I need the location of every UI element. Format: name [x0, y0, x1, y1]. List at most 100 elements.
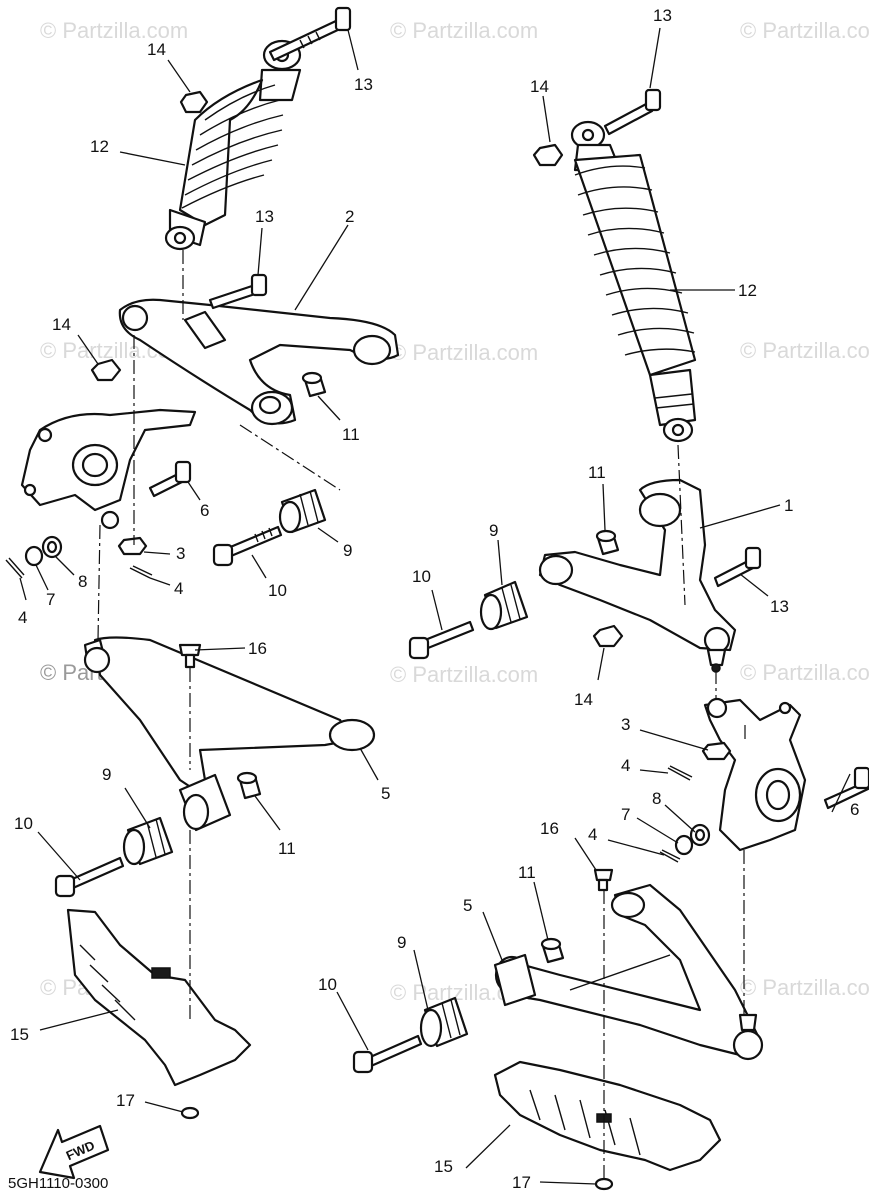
- callout-9: 9: [489, 521, 498, 540]
- watermark-text: © Partzilla.com: [740, 975, 869, 1000]
- callout-9: 9: [397, 933, 406, 952]
- callout-2: 2: [345, 207, 354, 226]
- bolt-13-left-mid: [208, 273, 268, 310]
- bolt-13-right-lower: [713, 546, 762, 588]
- nut-7-left: [24, 545, 44, 567]
- nut-7-right: [674, 834, 694, 856]
- callout-14: 14: [574, 690, 593, 709]
- callout-4: 4: [621, 756, 630, 775]
- bolt-13-left-top: [268, 6, 352, 62]
- callout-14: 14: [52, 315, 71, 334]
- nut-3-left: [117, 536, 148, 556]
- upper-arm-right: [538, 478, 737, 673]
- callout-9: 9: [102, 765, 111, 784]
- callout-3: 3: [176, 544, 185, 563]
- watermark-text: © Partzilla.com: [390, 340, 538, 365]
- callout-4: 4: [588, 825, 597, 844]
- washer-8-left: [41, 535, 63, 559]
- knuckle-left: [20, 408, 197, 530]
- callout-14: 14: [147, 40, 166, 59]
- callout-11: 11: [278, 839, 296, 858]
- shock-absorber-right: [570, 120, 697, 443]
- centerlines-right: [603, 444, 746, 1180]
- collar-11-right-lower: [540, 937, 565, 964]
- callout-13: 13: [255, 207, 274, 226]
- watermarks: © Partzilla.com © Partzilla.com © Partzi…: [40, 18, 869, 1005]
- watermark-text: © Partzilla.com: [740, 338, 869, 363]
- cotter-pin-4-right: [659, 765, 693, 863]
- callout-16: 16: [540, 819, 559, 838]
- callout-9: 9: [343, 541, 352, 560]
- watermark-text: © Partzilla.com: [390, 18, 538, 43]
- callout-13: 13: [354, 75, 373, 94]
- centerlines-left: [97, 250, 341, 1020]
- callout-4: 4: [18, 608, 27, 627]
- washer-17-left: [180, 1106, 200, 1120]
- lower-arm-left: [83, 636, 376, 832]
- nut-14-right-top: [532, 143, 564, 167]
- callout-labels: 14 13 12 13 2 14 11 6 9 3 4 8 7 4 10 16 …: [10, 6, 859, 1192]
- bolt-10-right-lower: [352, 1034, 423, 1074]
- callout-17: 17: [512, 1173, 531, 1192]
- callout-11: 11: [588, 463, 606, 482]
- callout-7: 7: [46, 590, 55, 609]
- callout-8: 8: [78, 572, 87, 591]
- bolt-16-right: [593, 868, 614, 892]
- callout-6: 6: [200, 501, 209, 520]
- lower-arm-right: [493, 883, 764, 1061]
- bolt-6-right: [823, 766, 869, 810]
- nut-14-left-mid: [90, 358, 122, 382]
- callout-8: 8: [652, 789, 661, 808]
- collar-11-left-lower: [236, 771, 262, 800]
- callout-17: 17: [116, 1091, 135, 1110]
- callout-11: 11: [342, 425, 360, 444]
- callout-15: 15: [434, 1157, 453, 1176]
- callout-7: 7: [621, 805, 630, 824]
- watermark-text: © Partzilla.com: [740, 660, 869, 685]
- bolt-6-left: [148, 460, 192, 498]
- callout-12: 12: [90, 137, 109, 156]
- callout-13: 13: [653, 6, 672, 25]
- callout-5: 5: [463, 896, 472, 915]
- guard-15-left: [66, 908, 252, 1087]
- cotter-pin-4-left: [5, 557, 153, 579]
- bolt-10-left-upper: [212, 525, 283, 567]
- callout-15: 15: [10, 1025, 29, 1044]
- callout-10: 10: [14, 814, 33, 833]
- bushing-9-left-lower: [122, 816, 174, 866]
- bolt-13-right-top: [603, 88, 662, 136]
- callout-11: 11: [518, 863, 536, 882]
- nut-14-right-lower: [592, 624, 624, 648]
- callout-10: 10: [318, 975, 337, 994]
- callout-1: 1: [784, 496, 793, 515]
- bolt-10-right-upper: [408, 620, 475, 660]
- callout-10: 10: [268, 581, 287, 600]
- nut-3-right: [701, 741, 732, 761]
- watermark-text: © Partzilla.com: [40, 18, 188, 43]
- collar-11-left-upper: [301, 371, 327, 398]
- upper-arm-left: [118, 298, 400, 426]
- callout-16: 16: [248, 639, 267, 658]
- callout-13: 13: [770, 597, 789, 616]
- callout-3: 3: [621, 715, 630, 734]
- callout-6: 6: [850, 800, 859, 819]
- nut-14-left-top: [179, 90, 209, 114]
- bushing-9-right-upper: [479, 580, 529, 631]
- callout-5: 5: [381, 784, 390, 803]
- collar-11-right-upper: [595, 529, 620, 556]
- shock-absorber-left: [164, 39, 302, 251]
- diagram-code: 5GH1110-0300: [8, 1175, 108, 1192]
- callout-12: 12: [738, 281, 757, 300]
- bolt-10-left-lower: [54, 856, 125, 898]
- watermark-text: © Partzilla.com: [740, 18, 869, 43]
- watermark-text: © Partzilla.com: [390, 662, 538, 687]
- callout-4: 4: [174, 579, 183, 598]
- guard-15-right: [493, 1060, 722, 1172]
- leader-lines: [19, 27, 851, 1185]
- fwd-arrow-icon: FWD: [38, 1124, 110, 1180]
- knuckle-right: [703, 697, 807, 852]
- washer-17-right: [594, 1177, 614, 1191]
- bolt-16-left: [178, 643, 202, 669]
